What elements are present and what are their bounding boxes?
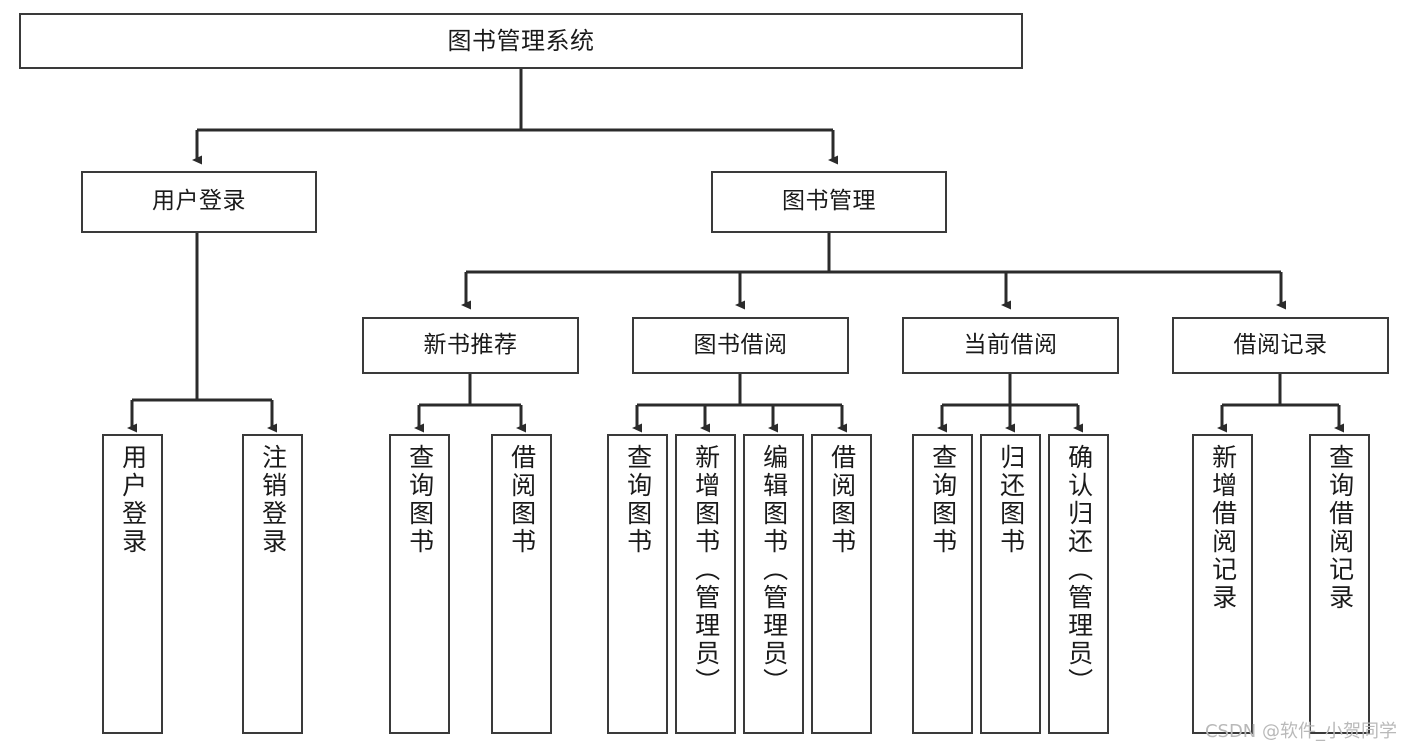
node-book-borrow[interactable]: 图书借阅 [632,317,849,374]
leaf-confirm-return-admin[interactable]: 确认归还（管理员） [1048,434,1109,734]
node-label: 当前借阅 [963,331,1058,358]
node-label: 图书管理系统 [447,26,595,55]
node-label: 借阅图书 [827,444,857,556]
node-label: 借阅图书 [507,444,537,556]
leaf-query-book-borrow[interactable]: 查询图书 [607,434,668,734]
leaf-borrow-book[interactable]: 借阅图书 [811,434,872,734]
node-new-book-recommendation[interactable]: 新书推荐 [362,317,579,374]
node-label: 查询图书 [928,444,958,556]
leaf-add-borrow-record[interactable]: 新增借阅记录 [1192,434,1253,734]
node-current-borrow[interactable]: 当前借阅 [902,317,1119,374]
node-label: 新增图书（管理员） [691,444,721,696]
node-user-login[interactable]: 用户登录 [81,171,317,233]
node-label: 新增借阅记录 [1208,444,1238,612]
leaf-edit-book-admin[interactable]: 编辑图书（管理员） [743,434,804,734]
leaf-borrow-book-recommend[interactable]: 借阅图书 [491,434,552,734]
node-label: 图书管理 [782,188,876,215]
leaf-query-book-current[interactable]: 查询图书 [912,434,973,734]
leaf-query-book-recommend[interactable]: 查询图书 [389,434,450,734]
node-label: 用户登录 [152,188,246,215]
node-label: 用户登录 [118,444,148,556]
node-label: 借阅记录 [1233,331,1328,358]
leaf-add-book-admin[interactable]: 新增图书（管理员） [675,434,736,734]
node-label: 确认归还（管理员） [1064,444,1094,696]
node-label: 图书借阅 [693,331,788,358]
node-label: 查询图书 [623,444,653,556]
node-label: 注销登录 [258,444,288,556]
node-label: 编辑图书（管理员） [759,444,789,696]
leaf-logout-login[interactable]: 注销登录 [242,434,303,734]
leaf-user-login[interactable]: 用户登录 [102,434,163,734]
leaf-query-borrow-record[interactable]: 查询借阅记录 [1309,434,1370,734]
node-label: 新书推荐 [423,331,518,358]
node-borrow-record[interactable]: 借阅记录 [1172,317,1389,374]
node-book-management[interactable]: 图书管理 [711,171,947,233]
node-root-book-management-system[interactable]: 图书管理系统 [19,13,1023,69]
node-label: 查询借阅记录 [1325,444,1355,612]
node-label: 归还图书 [996,444,1026,556]
node-label: 查询图书 [405,444,435,556]
csdn-watermark: CSDN @软件_小贺同学 [1204,721,1397,742]
leaf-return-book[interactable]: 归还图书 [980,434,1041,734]
